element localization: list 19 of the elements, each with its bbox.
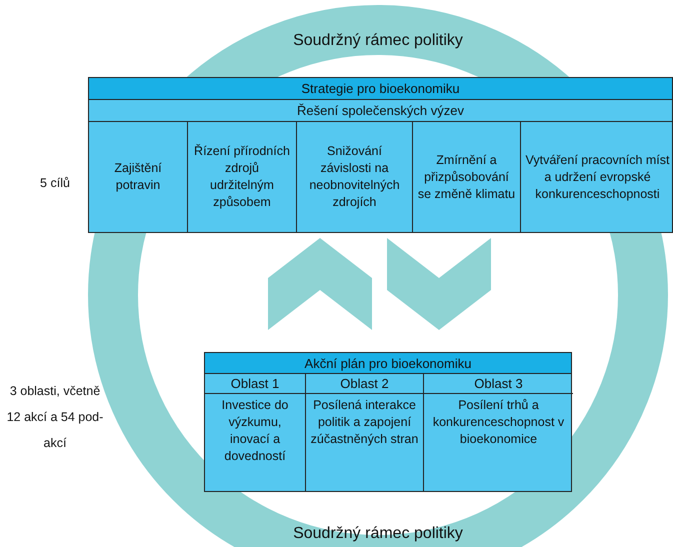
goal-cell: Snižování závislosti na neobnovitelných zdrojích (297, 122, 413, 232)
side-note: 5 cílů (39, 175, 71, 192)
goal-cell: Zmírnění a přizpůsobování se změně klimatu (413, 122, 521, 232)
ring-title: Soudržný rámec politiky (292, 32, 464, 50)
table-header: Strategie pro bioekonomiku (89, 78, 672, 100)
goal-cell: Zajištění potravin (89, 122, 188, 232)
chevron-arrow (268, 238, 372, 330)
ring-title: Soudržný rámec politiky (292, 525, 464, 543)
table-header: Akční plán pro bioekonomiku (205, 353, 571, 374)
goal-cell: Řízení přírodních zdrojů udržitelným způsobem (188, 122, 297, 232)
side-note: 3 oblasti, včetně 12 akcí a 54 pod-akcí (6, 383, 104, 452)
area-description: Investice do výzkumu, inovací a dovedností (220, 397, 290, 465)
chevron-arrow (387, 238, 491, 330)
area-heading: Oblast 2 (306, 374, 423, 394)
area-heading: Oblast 3 (424, 374, 573, 394)
area-heading: Oblast 1 (205, 374, 305, 394)
area-description: Posílení trhů a konkurenceschopnost v bioekonomice (432, 397, 566, 448)
area-description: Posílená interakce politik a zapojení zúčastněných stran (310, 397, 420, 448)
goal-cell: Vytváření pracovních míst a udržení evropské konkurenceschopnosti (521, 122, 673, 232)
